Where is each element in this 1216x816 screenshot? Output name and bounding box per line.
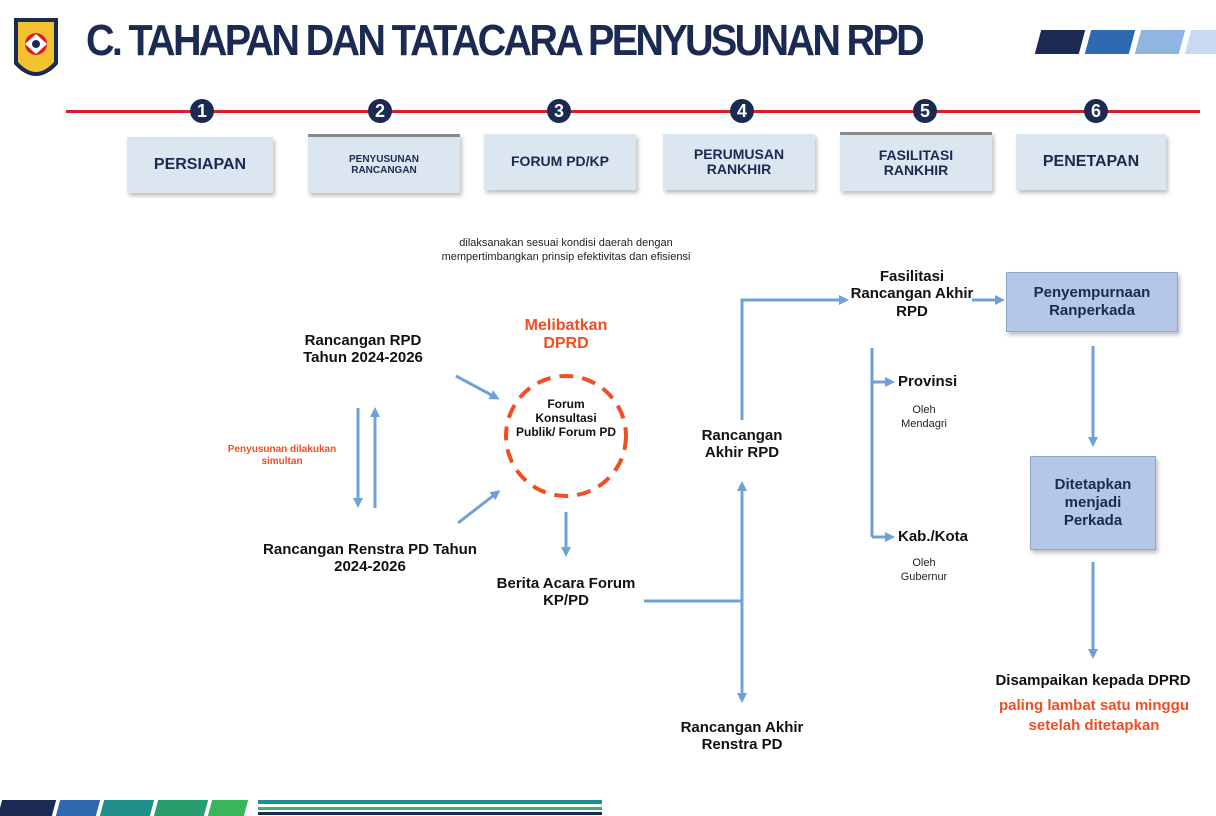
provinsi-label: Provinsi (898, 373, 958, 390)
step-3-number: 3 (547, 99, 571, 123)
step-5-label: FASILITASI RANKHIR (878, 146, 954, 178)
fasilitasi-label: Fasilitasi Rancangan Akhir RPD (850, 268, 974, 320)
implementation-note: dilaksanakan sesuai kondisi daerah denga… (441, 237, 691, 263)
berita-acara-label: Berita Acara Forum KP/PD (496, 575, 636, 610)
step-2-number: 2 (368, 99, 392, 123)
rancangan-rpd-label: Rancangan RPD Tahun 2024-2026 (303, 332, 423, 367)
arrow-renstra-to-forum (457, 490, 501, 525)
step-3-box: FORUM PD/KP (484, 134, 636, 190)
page-title: C. TAHAPAN DAN TATACARA PENYUSUNAN RPD (86, 16, 925, 65)
step-6-label: PENETAPAN (1042, 153, 1140, 171)
footer-line-2 (258, 807, 602, 810)
government-emblem-logo (14, 18, 58, 76)
involve-dprd-label: Melibatkan DPRD (524, 317, 608, 353)
step-5-box: FASILITASI RANKHIR (840, 132, 992, 191)
footer-line-3 (258, 812, 602, 815)
step-1-box: PERSIAPAN (127, 137, 273, 193)
deadline-note: paling lambat satu minggu setelah diteta… (998, 697, 1189, 734)
step-4-number: 4 (730, 99, 754, 123)
footer-stripe-3 (99, 800, 155, 816)
kabkota-label: Kab./Kota (898, 528, 969, 545)
footer-stripe-4 (153, 800, 209, 816)
step-1-number: 1 (190, 99, 214, 123)
footer-stripe-2 (55, 800, 101, 816)
step-3-label: FORUM PD/KP (511, 153, 609, 170)
disampaikan-label: Disampaikan kepada DPRD (995, 672, 1191, 689)
arrow-rpd-to-forum (455, 374, 500, 400)
step-6-number: 6 (1084, 99, 1108, 123)
ditetapkan-label: Ditetapkan menjadi Perkada (1054, 476, 1132, 529)
rancangan-akhir-renstra-label: Rancangan Akhir Renstra PD (680, 719, 804, 754)
step-2-box: PENYUSUNAN RANCANGAN (308, 134, 460, 193)
oleh-mendagri-label: Oleh Mendagri (901, 404, 947, 430)
footer-stripe-5 (207, 800, 249, 816)
forum-dashed-circle (504, 374, 628, 498)
rancangan-renstra-label: Rancangan Renstra PD Tahun 2024-2026 (263, 541, 477, 576)
forum-label: Forum Konsultasi Publik/ Forum PD (516, 397, 617, 439)
step-1-label: PERSIAPAN (153, 156, 247, 174)
footer-stripe-1 (0, 800, 57, 816)
ditetapkan-box: Ditetapkan menjadi Perkada (1030, 456, 1156, 550)
oleh-gubernur-label: Oleh Gubernur (900, 557, 948, 583)
step-4-label: PERUMUSAN RANKHIR (693, 145, 785, 177)
timeline-line (66, 110, 1200, 113)
rancangan-akhir-rpd-label: Rancangan Akhir RPD (701, 427, 783, 462)
step-2-label: PENYUSUNAN RANCANGAN (348, 154, 419, 176)
penyempurnaan-box: Penyempurnaan Ranperkada (1006, 272, 1178, 332)
step-4-box: PERUMUSAN RANKHIR (663, 134, 815, 190)
step-6-box: PENETAPAN (1016, 134, 1166, 190)
arrow-akhir-to-fasilitasi (740, 295, 849, 420)
step-5-number: 5 (913, 99, 937, 123)
penyempurnaan-label: Penyempurnaan Ranperkada (1033, 284, 1151, 319)
footer-line-1 (258, 800, 602, 804)
simultan-note: Penyusunan dilakukan simultan (227, 444, 337, 467)
